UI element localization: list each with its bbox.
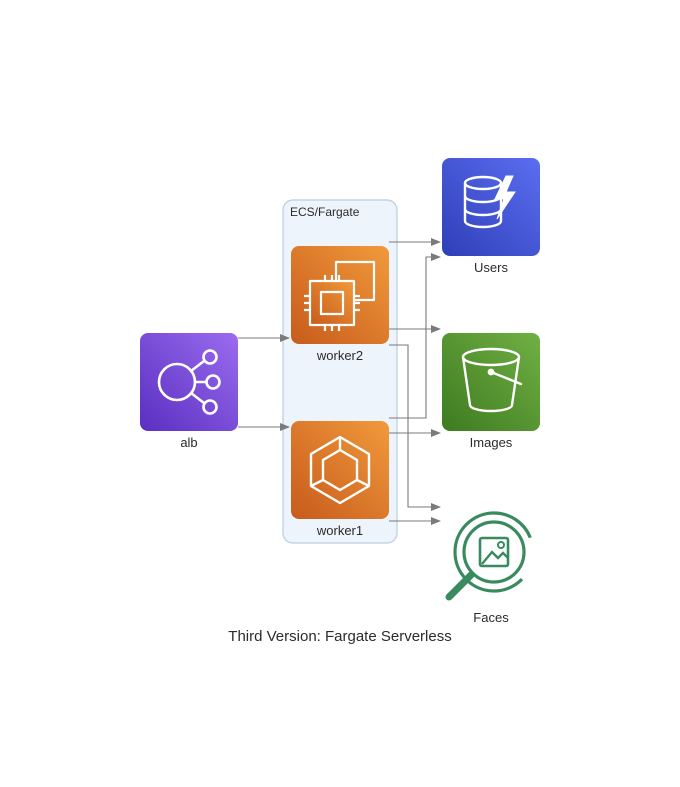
- ec2-instance-icon: [304, 260, 376, 331]
- rekognition-icon: [445, 511, 535, 601]
- alb-tile: [140, 333, 238, 431]
- node-alb: alb: [140, 333, 238, 450]
- s3-bucket-icon: [461, 347, 523, 413]
- worker1-tile: [291, 421, 389, 519]
- worker2-label: worker2: [316, 348, 363, 363]
- diagram-title: Third Version: Fargate Serverless: [228, 628, 451, 645]
- users-tile: [442, 158, 540, 256]
- node-images: Images: [442, 333, 540, 450]
- edges: [238, 238, 441, 525]
- alb-label: alb: [180, 435, 197, 450]
- edge-worker1-users: [389, 253, 441, 419]
- node-faces: Faces: [445, 511, 535, 625]
- images-label: Images: [470, 435, 513, 450]
- elastic-load-balancing-icon: [157, 349, 221, 415]
- users-label: Users: [474, 260, 508, 275]
- worker1-label: worker1: [316, 523, 363, 538]
- dynamodb-icon: [463, 175, 516, 229]
- images-tile: [442, 333, 540, 431]
- node-worker1: worker1: [291, 421, 389, 538]
- faces-label: Faces: [473, 610, 509, 625]
- node-users: Users: [442, 158, 540, 275]
- cluster-label: ECS/Fargate: [290, 205, 360, 219]
- edge-worker2-faces: [389, 344, 441, 511]
- ecs-icon: [309, 435, 371, 505]
- node-worker2: worker2: [291, 246, 389, 363]
